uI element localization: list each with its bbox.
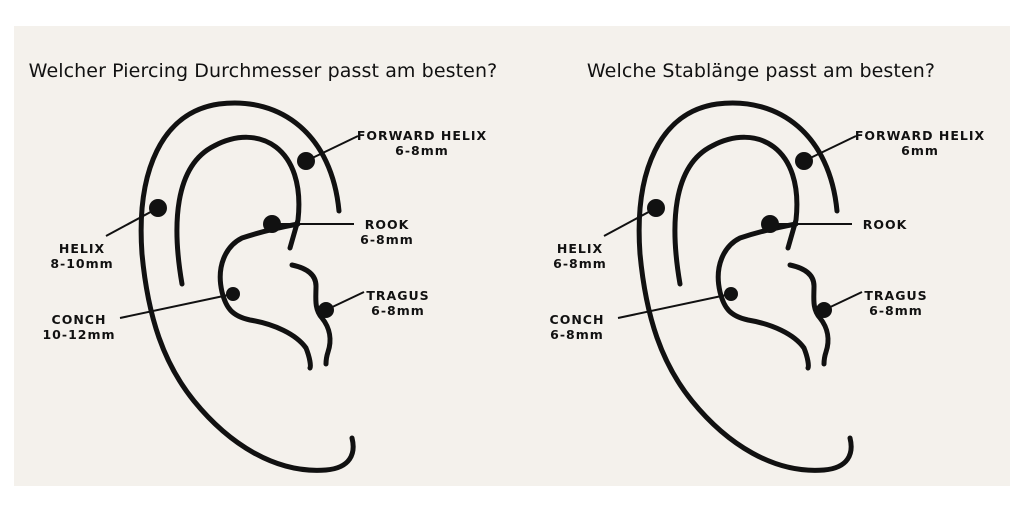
label-name: HELIX [58,241,106,256]
label-conch: CONCH 10-12mm [9,312,149,342]
label-name: ROOK [862,217,908,232]
antihelix [217,221,313,371]
conch-dot [724,287,738,301]
forward-helix-dot [297,152,315,170]
panel-title: Welche Stablänge passt am besten? [586,60,936,82]
label-conch: CONCH 6-8mm [507,312,647,342]
rook-dot [761,215,779,233]
label-forward-helix: FORWARD HELIX 6mm [850,128,990,158]
label-name: FORWARD HELIX [854,128,986,143]
helix-dot [149,199,167,217]
label-name: ROOK [364,217,410,232]
tragus-curve [289,262,333,367]
label-tragus: TRAGUS 6-8mm [826,288,966,318]
helix-dot [647,199,665,217]
label-name: FORWARD HELIX [356,128,488,143]
ear-outline [636,100,854,473]
label-forward-helix: FORWARD HELIX 6-8mm [352,128,492,158]
label-value: 6-8mm [360,232,414,247]
rook-dot [263,215,281,233]
label-name: CONCH [51,312,107,327]
conch-dot [226,287,240,301]
label-rook: ROOK [815,217,955,232]
label-value: 6-8mm [550,327,604,342]
label-rook: ROOK 6-8mm [317,217,457,247]
panel-diameter: Welcher Piercing Durchmesser passt am be… [14,26,512,486]
label-name: CONCH [549,312,605,327]
ear-drawing [105,100,365,473]
tragus-dot [816,302,832,318]
label-value: 10-12mm [42,327,116,342]
label-name: TRAGUS [366,288,430,303]
label-helix: HELIX 8-10mm [12,241,152,271]
tragus-dot [318,302,334,318]
label-value: 6-8mm [395,143,449,158]
label-name: HELIX [556,241,604,256]
label-value: 6-8mm [371,303,425,318]
label-value: 6mm [901,143,939,158]
forward-helix-dot [795,152,813,170]
label-value: 6-8mm [553,256,607,271]
inner-helix [672,134,800,287]
panel-bar-length: Welche Stablänge passt am besten? FORWAR… [512,26,1010,486]
label-name: TRAGUS [864,288,928,303]
panel-title: Welcher Piercing Durchmesser passt am be… [28,60,498,82]
label-tragus: TRAGUS 6-8mm [328,288,468,318]
label-helix: HELIX 6-8mm [510,241,650,271]
inner-helix [174,134,302,287]
antihelix [715,221,811,371]
tragus-curve [787,262,831,367]
label-value: 6-8mm [869,303,923,318]
ear-outline [138,100,356,473]
label-value: 8-10mm [50,256,114,271]
ear-drawing [603,100,863,473]
